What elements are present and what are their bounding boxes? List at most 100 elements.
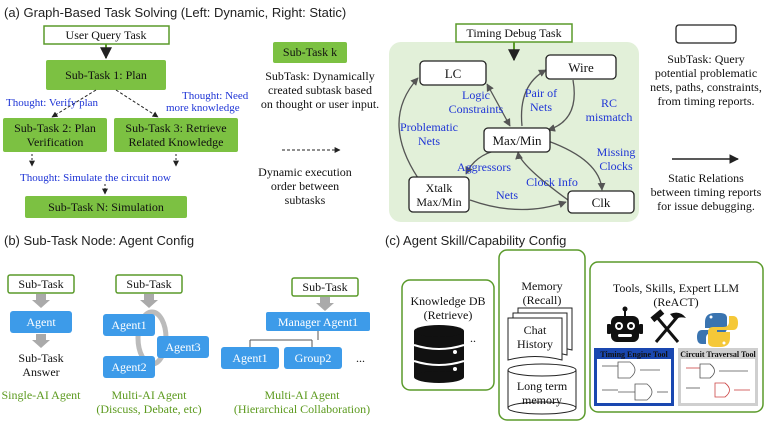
multi-subtask-label: Sub-Task [126, 277, 171, 291]
multi-agent2-label: Agent2 [111, 360, 146, 374]
knowledge-db-label-2: (Retrieve) [424, 308, 473, 322]
legend-static-desc-3: nets, paths, constraints, [650, 80, 762, 94]
hier-group2-box [284, 347, 342, 369]
retrieve-label-1: Sub-Task 3: Retrieve [125, 121, 226, 135]
knowledge-db-label-1: Knowledge DB [411, 294, 486, 308]
thought-need-2: more knowledge [166, 102, 240, 114]
edge-label-missing-1: Missing [597, 145, 636, 159]
legend-static-desc-2: potential problematic [655, 66, 757, 80]
single-caption: Single-AI Agent [2, 388, 82, 402]
edge-label-clock-info: Clock Info [526, 175, 578, 189]
plan-box [46, 60, 166, 90]
node-xtalk [408, 176, 470, 213]
chat-history-stack [507, 307, 573, 361]
section-b-title: (b) Sub-Task Node: Agent Config [4, 233, 194, 248]
legend-relations-3: for issue debugging. [657, 199, 755, 213]
long-term-label-2: memory [522, 393, 562, 407]
edge-label-missing-2: Clocks [599, 159, 633, 173]
single-answer-2: Answer [22, 365, 59, 379]
edge-xtalk-clk [469, 199, 567, 211]
python-icon [697, 313, 738, 347]
multi-subtask-box [115, 274, 183, 294]
thought-need-1: Thought: Need [182, 90, 249, 102]
legend-static-node [675, 24, 737, 44]
memory-label-2: (Recall) [523, 293, 562, 307]
dashed-plan-verify [51, 89, 97, 118]
single-arrow-1 [32, 294, 50, 308]
edge-label-problematic-1: Problematic [400, 120, 458, 134]
legend-static-desc-4: from timing reports. [658, 94, 755, 108]
long-term-memory-cylinder [507, 363, 577, 415]
node-lc-label: LC [445, 66, 462, 81]
knowledge-db-ellipsis: .. [470, 331, 476, 345]
timing-debug-label: Timing Debug Task [466, 26, 561, 40]
node-clk-label: Clk [592, 195, 611, 210]
node-maxmin [483, 127, 551, 153]
single-arrow-2 [32, 334, 50, 348]
hier-caption-1: Multi-AI Agent [265, 388, 341, 402]
robot-icon [607, 306, 643, 342]
legend-dashed-desc-1: Dynamic execution [258, 165, 352, 179]
hier-caption-2: (Hierarchical Collaboration) [234, 402, 370, 416]
edge-clk-maxmin [515, 151, 569, 201]
legend-relations-2: between timing reports [651, 185, 762, 199]
node-clk [567, 190, 635, 214]
hier-manager-label: Manager Agent1 [278, 315, 358, 329]
hier-subtask-label: Sub-Task [302, 280, 347, 294]
thought-verify: Thought: Verify plan [6, 97, 99, 109]
multi-agent1-box [103, 314, 155, 336]
hammer-pick-icon [650, 309, 686, 343]
legend-subtask-k-box [273, 42, 347, 63]
legend-relations-1: Static Relations [668, 171, 744, 185]
simulation-label: Sub-Task N: Simulation [48, 200, 164, 214]
single-subtask-box [7, 274, 75, 294]
edge-label-rc-2: mismatch [586, 110, 633, 124]
verification-label-1: Sub-Task 2: Plan [14, 121, 96, 135]
legend-static-desc-1: SubTask: Query [667, 52, 744, 66]
retrieve-box [114, 118, 238, 152]
plan-label: Sub-Task 1: Plan [65, 68, 147, 82]
chat-history-label-1: Chat [524, 323, 547, 337]
legend-dashed-desc-2: order between [271, 179, 339, 193]
edge-label-aggressors: Aggressors [457, 160, 511, 174]
node-wire-label: Wire [568, 60, 594, 75]
legend-subtask-k-label: Sub-Task k [283, 45, 337, 59]
edge-label-pair-2: Nets [530, 100, 552, 114]
legend-dashed-desc-3: subtasks [285, 193, 326, 207]
hier-agent1-box [221, 347, 279, 369]
edge-label-logic-1: Logic [462, 88, 490, 102]
legend-subtask-desc-1: SubTask: Dynamically [265, 69, 374, 83]
hier-agent1-label: Agent1 [232, 351, 267, 365]
verification-label-2: Verification [27, 135, 84, 149]
edge-maxmin-clk [547, 140, 606, 191]
circuit-traversal-tool-label: Circuit Traversal Tool [680, 350, 756, 359]
user-query-label: User Query Task [66, 28, 147, 42]
single-answer-1: Sub-Task [18, 351, 63, 365]
edge-label-pair-1: Pair of [525, 86, 557, 100]
hier-ellipsis: ... [356, 351, 365, 365]
section-c-title: (c) Agent Skill/Capability Config [385, 233, 566, 248]
single-agent-label: Agent [26, 315, 56, 329]
edge-label-nets: Nets [496, 188, 518, 202]
section-a-title: (a) Graph-Based Task Solving (Left: Dyna… [4, 5, 346, 20]
simulation-box [25, 196, 187, 218]
node-maxmin-label: Max/Min [492, 133, 542, 148]
hier-arrow [316, 297, 334, 311]
single-subtask-label: Sub-Task [18, 277, 63, 291]
retrieve-label-2: Related Knowledge [129, 135, 224, 149]
tools-label-2: (ReACT) [653, 295, 698, 309]
node-wire [545, 54, 617, 80]
dashed-plan-retrieve [115, 89, 159, 118]
multi-agent3-box [157, 336, 209, 358]
timing-engine-tool-label: Timing Engine Tool [600, 350, 668, 359]
node-lc [419, 60, 487, 86]
multi-agent3-label: Agent3 [165, 340, 200, 354]
edge-label-problematic-2: Nets [418, 134, 440, 148]
long-term-label-1: Long term [517, 379, 568, 393]
hier-manager-box [266, 312, 370, 331]
memory-label-1: Memory [521, 279, 562, 293]
multi-caption-2: (Discuss, Debate, etc) [96, 402, 201, 416]
legend-subtask-desc-3: on thought or user input. [261, 97, 379, 111]
node-xtalk-label-2: Max/Min [416, 195, 461, 209]
